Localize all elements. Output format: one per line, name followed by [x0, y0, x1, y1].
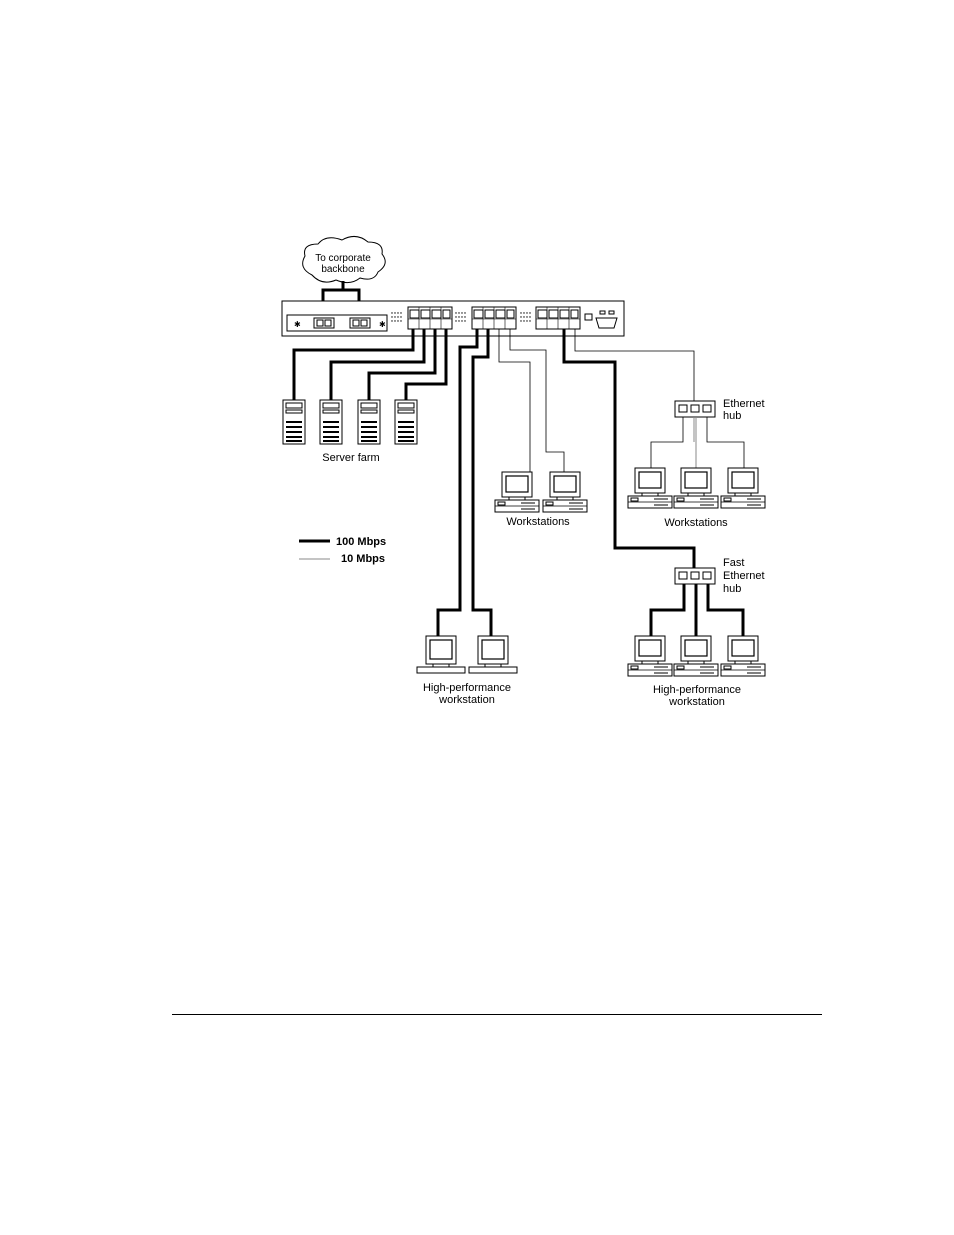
hp-workstation-5 — [721, 636, 765, 676]
footer-rule — [172, 1014, 822, 1015]
corporate-backbone-cloud: To corporate backbone — [303, 236, 386, 282]
workstations-left-group: Workstations — [495, 472, 587, 528]
legend: 100 Mbps 10 Mbps — [299, 536, 386, 565]
fast-ethernet-hub-label-line2: Ethernet — [723, 570, 765, 582]
fast-ethernet-hub-label-line1: Fast — [723, 557, 744, 569]
hp-workstation-4 — [674, 636, 718, 676]
ethernet-hub-label-line1: Ethernet — [723, 398, 765, 410]
workstation-4 — [674, 468, 718, 508]
hp-workstation-right-label-line2: workstation — [668, 696, 725, 708]
hp-workstation-1 — [417, 636, 465, 673]
fast-ethernet-hub: Fast Ethernet hub — [675, 557, 765, 595]
workstations-right-group: Workstations — [628, 468, 765, 529]
workstation-3 — [628, 468, 672, 508]
server-2 — [320, 400, 342, 444]
hp-workstation-2 — [469, 636, 517, 673]
ethernet-hub-label-line2: hub — [723, 410, 741, 422]
main-switch: ✱ ✱ — [282, 301, 624, 336]
hp-workstation-left-label-line1: High-performance — [423, 682, 511, 694]
legend-thick-label: 100 Mbps — [336, 536, 386, 548]
workstations-right-links — [651, 417, 744, 468]
svg-text:✱: ✱ — [379, 320, 386, 329]
hp-workstations-right-group: High-performance workstation — [628, 636, 765, 708]
workstation-5 — [721, 468, 765, 508]
server-4 — [395, 400, 417, 444]
hp-workstation-3 — [628, 636, 672, 676]
legend-thin-label: 10 Mbps — [341, 553, 385, 565]
fast-ethernet-hub-label-line3: hub — [723, 583, 741, 595]
hp-workstation-right-label-line1: High-performance — [653, 684, 741, 696]
hub-uplinks — [564, 329, 694, 568]
workstations-left-links — [499, 329, 564, 472]
cloud-label-line2: backbone — [321, 264, 365, 275]
hp-workstations-left-group: High-performance workstation — [417, 636, 517, 706]
workstations-right-label: Workstations — [664, 517, 728, 529]
server-farm-label: Server farm — [322, 452, 379, 464]
server-1 — [283, 400, 305, 444]
svg-text:✱: ✱ — [294, 320, 301, 329]
server-farm: Server farm — [283, 400, 417, 464]
ethernet-hub: Ethernet hub — [675, 398, 765, 422]
cloud-label-line1: To corporate — [315, 253, 371, 264]
workstation-1 — [495, 472, 539, 512]
workstations-left-label: Workstations — [506, 516, 570, 528]
workstation-2 — [543, 472, 587, 512]
server-3 — [358, 400, 380, 444]
server-farm-links — [294, 329, 446, 400]
hp-workstation-left-label-line2: workstation — [438, 694, 495, 706]
